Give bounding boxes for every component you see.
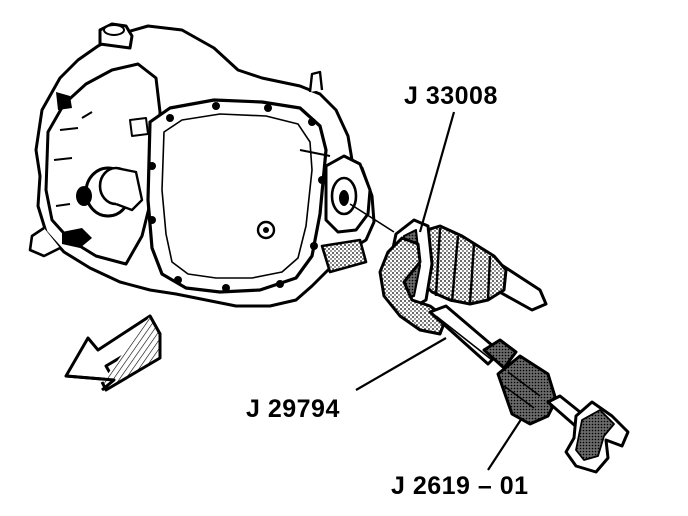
- leader-lines: [349, 111, 523, 471]
- leader-j33008: [418, 111, 456, 233]
- leader-j2619: [487, 417, 523, 471]
- leader-axle-centerline: [349, 203, 395, 233]
- slide-hammer: [482, 338, 630, 474]
- label-j2619-01: J 2619 – 01: [391, 472, 529, 500]
- transaxle-case: [28, 22, 376, 308]
- front-direction-arrow: [64, 314, 162, 392]
- label-j29794: J 29794: [246, 395, 340, 423]
- axle-remover-adapter: [378, 236, 502, 366]
- label-j33008: J 33008: [404, 82, 498, 110]
- leader-j29794: [355, 337, 447, 391]
